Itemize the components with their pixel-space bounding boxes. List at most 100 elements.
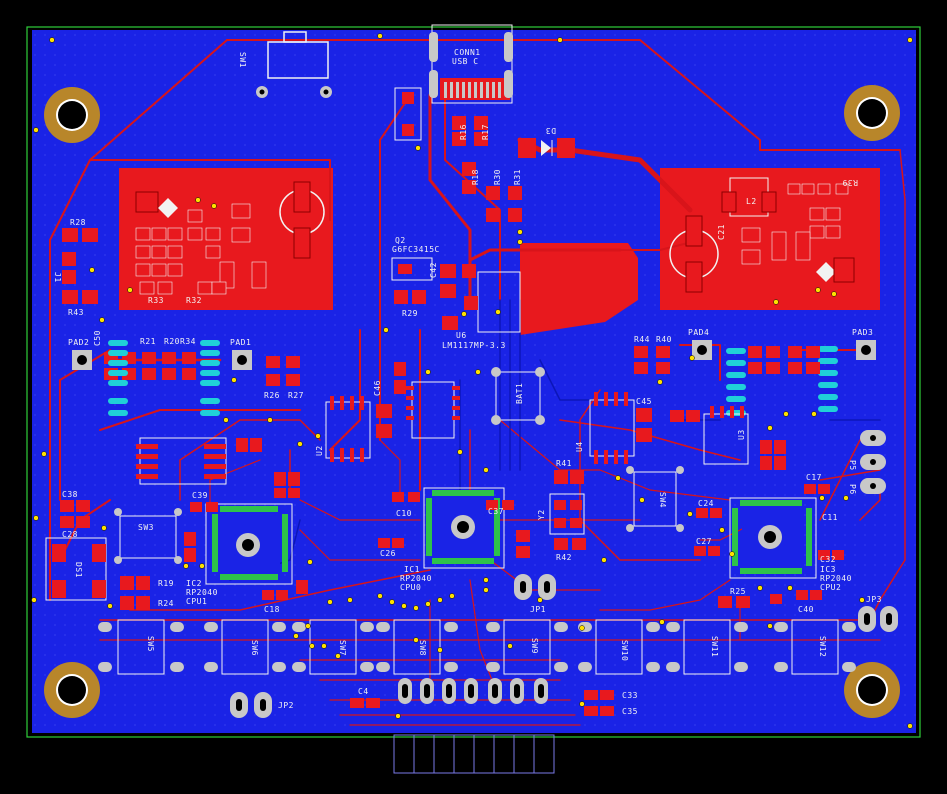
r18-r30-r31 [462, 162, 522, 222]
usb-c-connector: CONN1 USB C [429, 24, 513, 104]
c45-label: C45 [636, 397, 652, 406]
pad3: PAD3 [852, 328, 876, 360]
l2-label: L2 [746, 197, 757, 206]
r39-label: R39 [842, 178, 858, 187]
c18-label: C18 [264, 605, 280, 614]
sw7-label: SW7 [338, 640, 347, 656]
left-power-parts: R33 R32 [135, 181, 325, 305]
r16-label: R16 [459, 124, 468, 140]
sw11-switch: SW11 [666, 619, 748, 675]
cpu0-label: CPU0 [400, 583, 421, 592]
r17-label: R17 [481, 124, 490, 140]
sw8-switch: SW8 [376, 619, 458, 675]
cpu2-label: CPU2 [820, 583, 841, 592]
r16-r17-resistors [452, 116, 488, 146]
u6-label: U6 [456, 331, 467, 340]
c17-label: C17 [806, 473, 822, 482]
ic1-rp2040-label: RP2040 [400, 574, 432, 583]
u6-regulator: C42 U6 LM1117MP-3.3 [429, 262, 540, 350]
usb-c-label: USB C [452, 57, 479, 66]
sw5-label: SW5 [146, 636, 155, 652]
r26-label: R26 [264, 391, 280, 400]
mounting-hole-bottom-right [844, 662, 900, 718]
sw5-switch: SW5 [98, 619, 184, 675]
jp3-jumper: JP3 [858, 595, 898, 632]
bat1-battery: BAT1 [491, 367, 545, 425]
c27-label: C27 [696, 537, 712, 546]
r34-label: R34 [180, 337, 196, 346]
p5-label: P5 [848, 460, 857, 471]
r29-label: R29 [402, 309, 418, 318]
u3-ic: U3 [703, 406, 749, 465]
pad2: PAD2 [68, 338, 92, 370]
left-qfn [136, 437, 227, 485]
ic2-label: IC2 [186, 579, 202, 588]
r18-label: R18 [471, 169, 480, 185]
c32-label: C32 [820, 555, 836, 564]
component-top-regulator [394, 87, 422, 141]
pad3-label: PAD3 [852, 328, 873, 337]
ic2-rp2040: IC2 RP2040 CPU1 [186, 503, 293, 606]
sw3-switch: SW3 [114, 508, 182, 564]
jp1-label: JP1 [530, 605, 546, 614]
c26-label: C26 [380, 549, 396, 558]
pad1: PAD1 [230, 338, 252, 370]
sw11-label: SW11 [710, 636, 719, 657]
switch-row: SW5 SW6 SW7 SW8 SW9 [98, 619, 856, 675]
sw10-switch: SW10 [578, 619, 660, 675]
c10-label: C10 [396, 509, 412, 518]
left-resistor-row [104, 352, 300, 386]
ic2-rp2040-label: RP2040 [186, 588, 218, 597]
mounting-hole-top-right [844, 85, 900, 141]
c42-label: C42 [429, 262, 438, 278]
c40-label: C40 [798, 605, 814, 614]
r42-label: R42 [556, 553, 572, 562]
sw6-switch: SW6 [204, 619, 286, 675]
small-caps [60, 410, 844, 716]
sw1-label: SW1 [238, 52, 247, 68]
d3-label: D3 [545, 126, 556, 135]
sw9-label: SW9 [530, 638, 539, 654]
pad [402, 92, 414, 104]
vias [31, 33, 913, 729]
p6-label: P6 [848, 484, 857, 495]
sw1-switch: SW1 [238, 31, 332, 98]
ic3-rp2040: IC3 RP2040 CPU2 [729, 497, 852, 592]
r30-label: R30 [493, 169, 502, 185]
r19-label: R19 [158, 579, 174, 588]
c38-label: C38 [62, 490, 78, 499]
sw6-label: SW6 [250, 640, 259, 656]
sw12-label: SW12 [818, 636, 827, 657]
c24-label: C24 [698, 499, 714, 508]
sw4-switch: SW4 [626, 466, 684, 532]
right-power-parts: L2 R39 C21 [669, 177, 858, 293]
y2-label: Y2 [537, 509, 546, 520]
r44-label: R44 [634, 335, 650, 344]
sw7-switch: SW7 [292, 619, 374, 675]
c45-c46 [376, 362, 652, 442]
pad2-label: PAD2 [68, 338, 89, 347]
mounting-hole-bottom-left [44, 662, 100, 718]
r32-label: R32 [186, 296, 202, 305]
r41-r42-y2 [549, 470, 586, 550]
conn1-label: CONN1 [454, 48, 481, 57]
d3-diode: D3 [518, 126, 575, 158]
ic3-label: IC3 [820, 565, 836, 574]
ic1-label: IC1 [404, 565, 420, 574]
u4-ic: U4 [575, 392, 635, 464]
ic3-rp2040-label: RP2040 [820, 574, 852, 583]
g6fc-label: G6FC3415C [392, 245, 440, 254]
sw10-label: SW10 [620, 640, 629, 661]
u2-ic: U2 [315, 396, 371, 462]
c11-label: C11 [822, 513, 838, 522]
board-grid [32, 30, 916, 733]
r31-label: R31 [513, 169, 522, 185]
c21-label: C21 [717, 224, 726, 240]
r41-label: R41 [556, 459, 572, 468]
pad [402, 124, 414, 136]
jp2-jumper: JP2 [230, 692, 293, 718]
r24-label: R24 [158, 599, 174, 608]
r40-label: R40 [656, 335, 672, 344]
cpu1-label: CPU1 [186, 597, 207, 606]
